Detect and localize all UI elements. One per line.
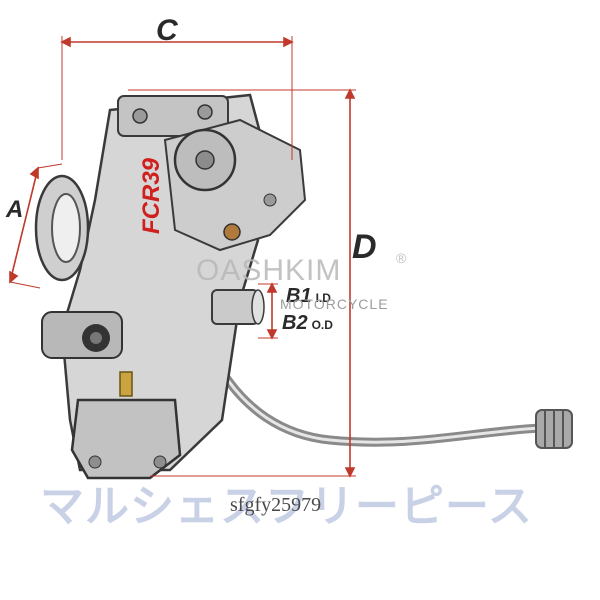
outlet-spigot [211, 289, 259, 325]
b2-code: B2 [282, 312, 308, 334]
brand-subtitle: MOTORCYCLE [280, 296, 389, 312]
b1-unit: I.D [315, 291, 331, 305]
registered-mark: ® [396, 250, 407, 266]
dimension-a-line [9, 167, 39, 283]
b1-code: B1 [286, 285, 312, 307]
dimension-d-label: D [352, 228, 377, 266]
carburetor-logo: FCR39 [138, 157, 165, 234]
dimension-lines [9, 36, 356, 478]
dimension-a-label: A [6, 196, 24, 223]
b2-unit: O.D [311, 318, 333, 332]
brand-watermark: OASHKIM [196, 254, 342, 287]
dimension-c-label: C [156, 14, 178, 47]
brass-jet [119, 371, 133, 397]
shop-watermark: マルシェスフリーピース [40, 481, 533, 532]
choke-knob [41, 311, 123, 359]
listing-id-watermark: sfgfy25979 [230, 494, 322, 516]
